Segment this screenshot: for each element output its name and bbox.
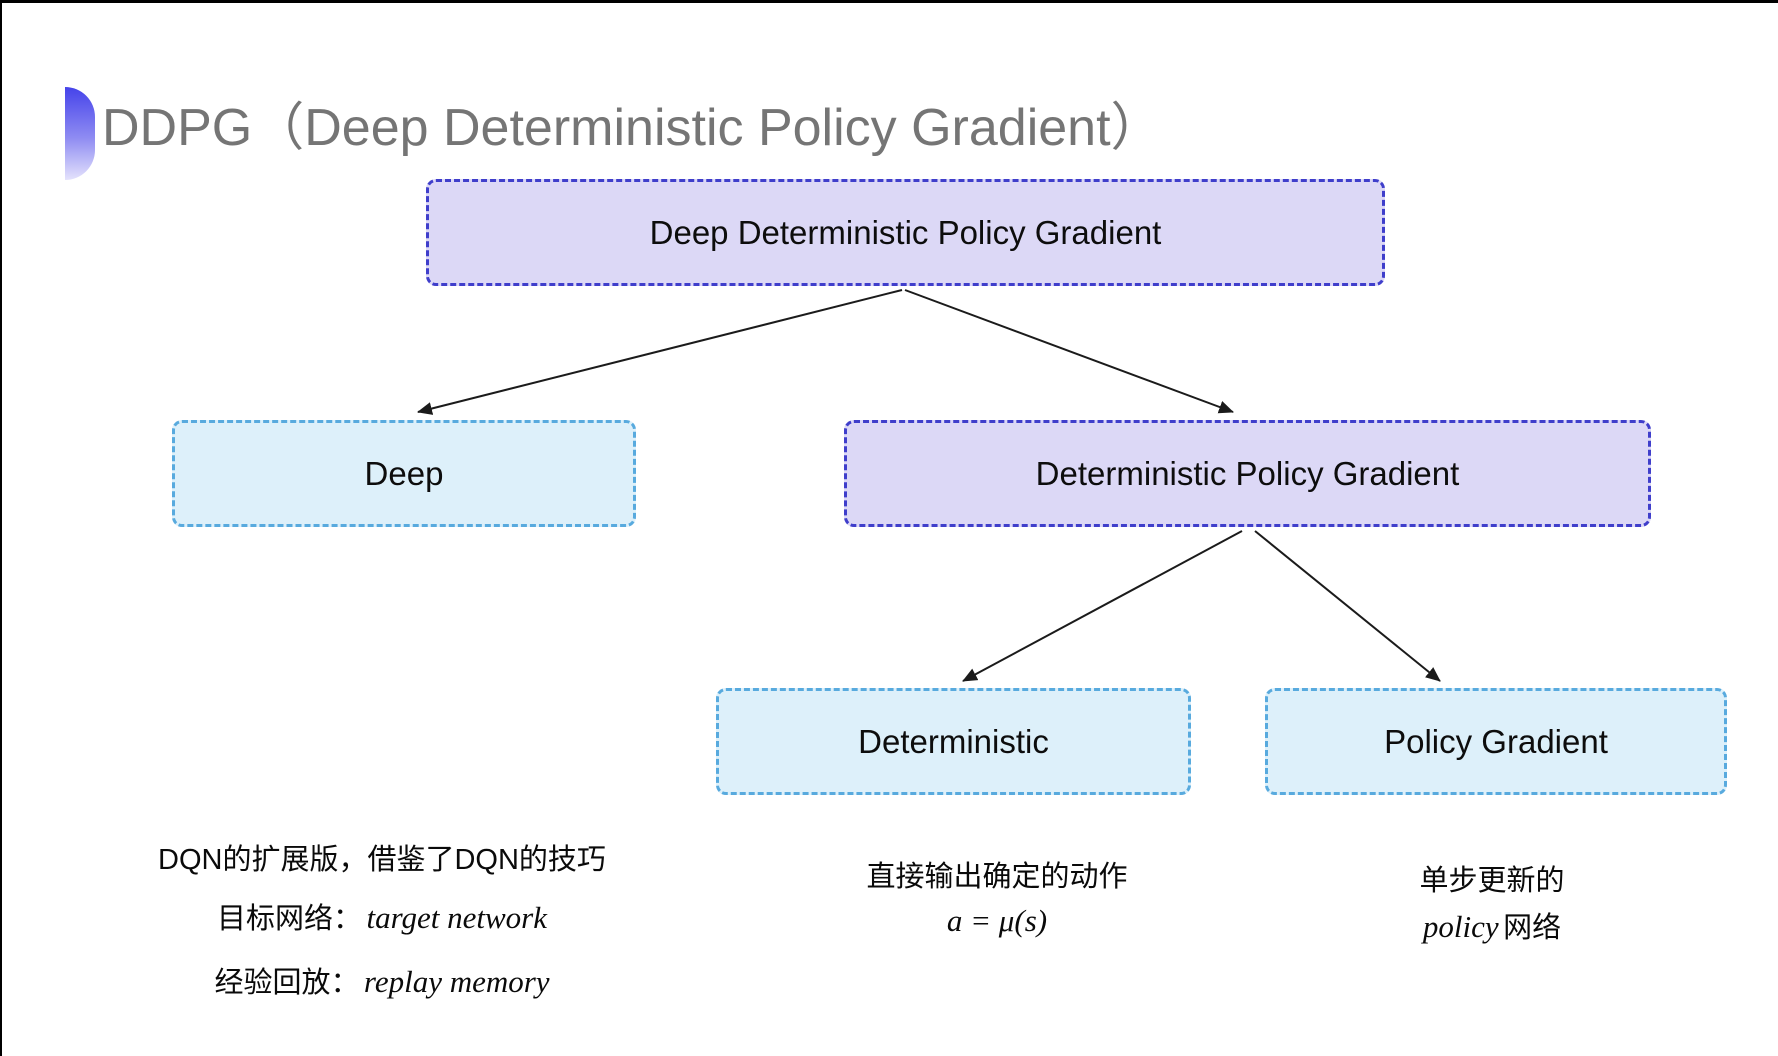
note-term: target network [366,900,547,935]
note-term: replay memory [363,964,550,999]
note-deterministic-details: 直接输出确定的动作 a = μ(s) [762,855,1232,943]
note-deep-details: DQN的扩展版，借鉴了DQN的技巧 目标网络： target network 经… [120,831,644,1017]
note-line: 直接输出确定的动作 [866,861,1128,893]
title-bullet-icon [65,87,95,180]
node-label: Deterministic [858,722,1049,760]
node-label: Policy Gradient [1384,722,1608,760]
note-line: 经验回放： replay memory [120,953,644,1017]
note-policy-gradient-details: 单步更新的 policy 网络 [1292,859,1692,955]
node-policy-gradient: Policy Gradient [1265,688,1727,795]
note-label: 经验回放： [214,967,360,999]
tree-edges-layer [417,289,1441,682]
note-formula: a = μ(s) [946,903,1048,938]
note-label: 网络 [1503,912,1562,944]
note-line: 单步更新的 [1419,865,1565,897]
node-label: Deterministic Policy Gradient [1035,454,1460,492]
node-label: Deep Deterministic Policy Gradient [649,213,1162,251]
node-label: Deep [364,454,444,492]
note-line: 目标网络： target network [120,889,644,953]
note-term: policy [1422,909,1499,944]
note-line: DQN的扩展版，借鉴了DQN的技巧 [158,844,606,876]
node-deterministic: Deterministic [716,688,1191,795]
arrow-root-to-deep [417,289,903,415]
note-line: policy 网络 [1292,904,1692,955]
note-label: 目标网络： [217,903,363,935]
node-deep: Deep [172,420,636,527]
node-deterministic-policy-gradient: Deterministic Policy Gradient [844,420,1651,527]
node-deep-deterministic-policy-gradient: Deep Deterministic Policy Gradient [426,179,1385,286]
arrow-root-to-dpg [904,289,1234,414]
arrow-dpg-to-policy-gradient [1254,530,1441,682]
arrow-dpg-to-deterministic [962,530,1243,682]
page-title: DDPG（Deep Deterministic Policy Gradient） [102,99,1163,157]
